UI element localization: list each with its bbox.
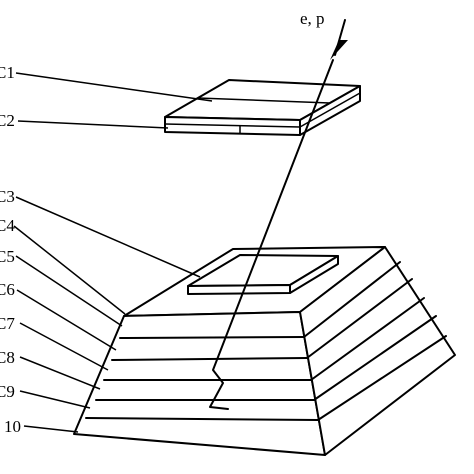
leader-c1 — [15, 72, 213, 102]
layer-line-5 — [85, 417, 319, 421]
leader-c10 — [23, 425, 79, 433]
leader-c6 — [16, 289, 117, 351]
layer-line-2 — [111, 357, 308, 361]
track-line — [209, 59, 334, 410]
leader-lines — [13, 72, 213, 433]
labels: e, p C1 C2 C3 C4 C5 C6 C7 C8 C9 10 — [0, 9, 325, 436]
c1-c2-boundary — [164, 123, 301, 128]
label-c9: C9 — [0, 382, 15, 401]
leader-c8 — [19, 356, 101, 390]
label-c10: 10 — [4, 417, 21, 436]
leader-c5 — [15, 255, 123, 327]
c3-side-face — [289, 255, 339, 294]
label-c8: C8 — [0, 348, 15, 367]
label-c4: C4 — [0, 216, 15, 235]
side-line-1 — [303, 261, 401, 338]
side-line-3 — [310, 297, 425, 381]
leader-c2 — [17, 120, 169, 129]
label-c7: C7 — [0, 314, 15, 333]
pyramid-stack — [73, 246, 456, 456]
side-line-4 — [313, 315, 437, 401]
label-c3: C3 — [0, 187, 15, 206]
side-line-2 — [306, 278, 413, 359]
leader-c9 — [19, 390, 91, 409]
layer-line-1 — [119, 336, 305, 339]
label-c6: C6 — [0, 280, 15, 299]
label-c5: C5 — [0, 247, 15, 266]
leader-c3 — [15, 196, 201, 278]
c3-front-face — [187, 284, 291, 295]
side-line-5 — [317, 335, 447, 421]
c1-divider — [197, 97, 331, 104]
particle-label: e, p — [300, 9, 325, 28]
arrow-head-icon — [330, 40, 348, 60]
label-c1: C1 — [0, 63, 15, 82]
pyramid-front-face — [73, 311, 326, 456]
upper-plates — [164, 79, 361, 136]
label-c2: C2 — [0, 111, 15, 130]
pyramid-right-face — [299, 246, 456, 456]
leader-c7 — [19, 322, 109, 371]
particle-track — [209, 19, 348, 410]
leader-c4 — [13, 225, 126, 315]
